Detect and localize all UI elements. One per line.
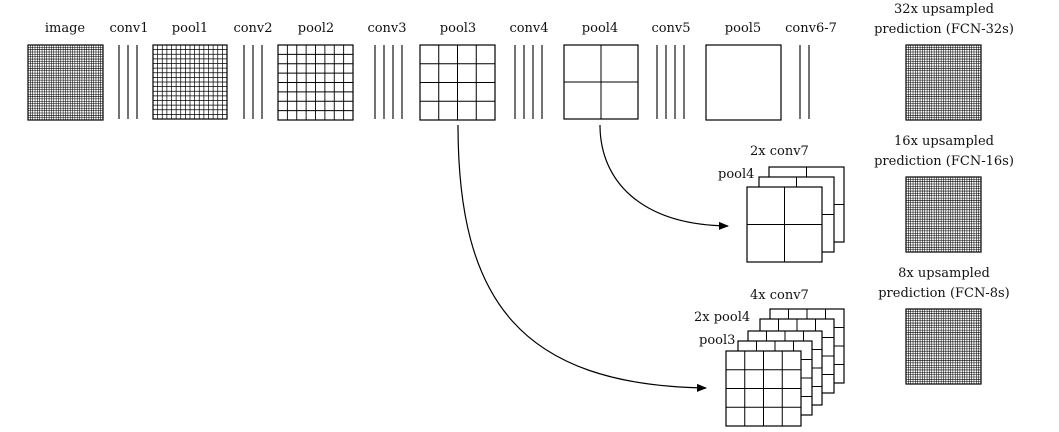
stack16-pool4-grid <box>746 186 823 263</box>
label-pool1: pool1 <box>171 21 209 36</box>
label-conv6-7: conv6-7 <box>785 21 837 36</box>
label-image: image <box>44 21 86 36</box>
conv4-lines <box>514 45 543 119</box>
label-conv4: conv4 <box>509 21 549 36</box>
conv1-lines <box>118 45 138 119</box>
conv5-lines <box>656 45 685 119</box>
label-conv3: conv3 <box>367 21 407 36</box>
pool3-skip-arrow <box>457 124 707 392</box>
pool4-skip-arrow <box>599 124 729 230</box>
fcn8-label-line2: prediction (FCN-8s) <box>878 286 1010 301</box>
pool3-grid <box>419 44 496 121</box>
conv3-lines <box>374 45 403 119</box>
pool1-grid <box>152 44 228 120</box>
label-conv5: conv5 <box>651 21 691 36</box>
stack8-pool3-label: pool3 <box>699 333 736 348</box>
conv2-lines <box>243 45 263 119</box>
label-pool4: pool4 <box>581 21 619 36</box>
conv6-7-lines <box>799 45 810 119</box>
fcn32-label-line1: 32x upsampled <box>894 2 994 17</box>
pool2-grid <box>277 44 354 121</box>
label-pool5: pool5 <box>724 21 762 36</box>
fcn8-label-line1: 8x upsampled <box>898 266 990 281</box>
fcn32-prediction-grid <box>905 44 982 121</box>
fcn8-prediction-grid <box>905 308 982 385</box>
pool5-grid <box>705 44 782 121</box>
fcn16-label-line1: 16x upsampled <box>894 134 994 149</box>
pool4-grid <box>563 44 639 120</box>
label-conv1: conv1 <box>109 21 149 36</box>
stack8-conv7-label: 4x conv7 <box>750 288 809 303</box>
label-conv2: conv2 <box>233 21 273 36</box>
stack16-pool4-label: pool4 <box>718 167 755 182</box>
label-pool2: pool2 <box>297 21 335 36</box>
stack8-pool3-grid <box>725 350 802 427</box>
image-grid <box>27 44 104 121</box>
feature-map-grids <box>27 44 982 427</box>
label-pool3: pool3 <box>439 21 477 36</box>
stack16-conv7-label: 2x conv7 <box>750 144 809 159</box>
conv-layer-lines <box>118 45 810 119</box>
fcn32-label-line2: prediction (FCN-32s) <box>874 22 1014 37</box>
fcn16-label-line2: prediction (FCN-16s) <box>874 154 1014 169</box>
stack8-pool4-label: 2x pool4 <box>694 310 751 325</box>
fcn16-prediction-grid <box>905 176 982 253</box>
